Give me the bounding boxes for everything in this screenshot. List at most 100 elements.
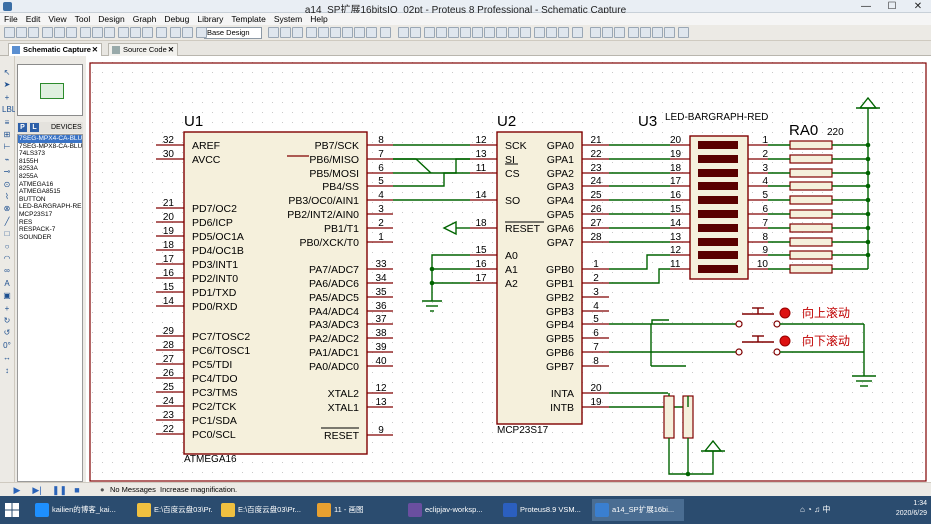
toolbar-button-icon[interactable]: [614, 27, 625, 38]
menu-item[interactable]: System: [273, 14, 303, 24]
start-icon[interactable]: [4, 502, 20, 518]
close-button[interactable]: ✕: [913, 1, 923, 12]
mode-tool-icon[interactable]: 0°: [3, 340, 11, 350]
mode-tool-icon[interactable]: +: [4, 92, 10, 102]
mode-tool-icon[interactable]: □: [4, 229, 10, 239]
menu-item[interactable]: Design: [98, 14, 125, 24]
device-list-item[interactable]: RES: [19, 218, 33, 226]
mode-tool-icon[interactable]: +: [4, 303, 10, 313]
toolbar-button-icon[interactable]: [590, 27, 601, 38]
device-list-item[interactable]: LED-BARGRAPH-RED: [19, 203, 82, 211]
mode-tool-icon[interactable]: ⌁: [4, 154, 10, 164]
step-icon[interactable]: ▶|: [32, 485, 42, 495]
menu-item[interactable]: File: [4, 14, 18, 24]
toolbar-button-icon[interactable]: [170, 27, 181, 38]
messages-icon[interactable]: ●: [100, 485, 105, 494]
toolbar-button-icon[interactable]: [342, 27, 353, 38]
menu-item[interactable]: Edit: [25, 14, 41, 24]
device-list-item[interactable]: 7SEG-MPX8-CA-BLUE: [19, 142, 82, 150]
pick-devices-button[interactable]: P: [18, 123, 27, 132]
mode-tool-icon[interactable]: ↕: [5, 365, 9, 375]
minimize-button[interactable]: —: [861, 1, 871, 12]
taskbar-item[interactable]: Proteus8.9 VSM...: [500, 499, 586, 521]
taskbar-item[interactable]: kailien的博客_kai...: [32, 499, 128, 521]
toolbar-button-icon[interactable]: [318, 27, 329, 38]
menu-item[interactable]: Help: [310, 14, 328, 24]
mode-tool-icon[interactable]: A: [4, 278, 10, 288]
toolbar-button-icon[interactable]: [652, 27, 663, 38]
menu-item[interactable]: Template: [231, 14, 266, 24]
toolbar-button-icon[interactable]: [534, 27, 545, 38]
toolbar-button-icon[interactable]: [4, 27, 15, 38]
toolbar-button-icon[interactable]: [664, 27, 675, 38]
menu-item[interactable]: Graph: [132, 14, 157, 24]
toolbar-button-icon[interactable]: [280, 27, 291, 38]
menu-item[interactable]: View: [48, 14, 67, 24]
mode-tool-icon[interactable]: ↺: [3, 328, 11, 338]
mode-tool-icon[interactable]: ⊞: [3, 130, 11, 139]
toolbar-button-icon[interactable]: [104, 27, 115, 38]
mode-tool-icon[interactable]: ⊙: [3, 179, 11, 189]
toolbar-button-icon[interactable]: [448, 27, 459, 38]
mode-tool-icon[interactable]: ⊸: [3, 167, 11, 177]
maximize-button[interactable]: ☐: [887, 1, 897, 12]
mode-tool-icon[interactable]: ↻: [3, 316, 11, 325]
design-select[interactable]: Base Design: [204, 27, 262, 39]
toolbar-button-icon[interactable]: [546, 27, 557, 38]
taskbar-item[interactable]: a14_SP扩展16bi...: [592, 499, 684, 521]
taskbar-item[interactable]: E:\百度云盘03\Pr...: [218, 499, 306, 521]
close-tab-icon[interactable]: ✕: [91, 45, 98, 54]
toolbar-button-icon[interactable]: [130, 27, 141, 38]
mode-tool-icon[interactable]: ≡: [4, 117, 10, 127]
toolbar-button-icon[interactable]: [354, 27, 365, 38]
toolbar-button-icon[interactable]: [196, 27, 207, 38]
mode-tool-icon[interactable]: ∞: [4, 266, 10, 276]
toolbar-button-icon[interactable]: [292, 27, 303, 38]
taskbar-item[interactable]: 11 - 画图: [314, 499, 398, 521]
messages-count[interactable]: No Messages: [110, 485, 156, 494]
toolbar-button-icon[interactable]: [520, 27, 531, 38]
mode-tool-icon[interactable]: ➤: [3, 80, 11, 90]
pause-icon[interactable]: ❚❚: [52, 485, 68, 495]
toolbar-button-icon[interactable]: [330, 27, 341, 38]
device-list-item[interactable]: 8255A: [19, 172, 38, 180]
toolbar-button-icon[interactable]: [410, 27, 421, 38]
close-tab-icon[interactable]: ✕: [167, 45, 174, 54]
toolbar-button-icon[interactable]: [484, 27, 495, 38]
taskbar-item[interactable]: eclipjav-worksp...: [405, 499, 493, 521]
toolbar-button-icon[interactable]: [496, 27, 507, 38]
toolbar-button-icon[interactable]: [472, 27, 483, 38]
toolbar-button-icon[interactable]: [142, 27, 153, 38]
toolbar-button-icon[interactable]: [28, 27, 39, 38]
menu-item[interactable]: Library: [197, 14, 224, 24]
mode-tool-icon[interactable]: ⊗: [3, 204, 11, 214]
mode-tool-icon[interactable]: LBL: [2, 105, 17, 115]
mode-tool-icon[interactable]: ▣: [3, 291, 11, 301]
device-list-item[interactable]: BUTTON: [19, 195, 46, 203]
library-manager-button[interactable]: L: [30, 123, 39, 132]
toolbar-button-icon[interactable]: [436, 27, 447, 38]
clock[interactable]: 1:34 2020/6/29: [896, 499, 927, 519]
mode-tool-icon[interactable]: ⊢: [3, 142, 11, 152]
device-list-item[interactable]: MCP23S17: [19, 210, 53, 218]
toolbar-button-icon[interactable]: [398, 27, 409, 38]
device-list-item[interactable]: 74LS373: [19, 150, 46, 158]
toolbar-button-icon[interactable]: [678, 27, 689, 38]
menu-item[interactable]: Tool: [74, 14, 91, 24]
toolbar-button-icon[interactable]: [66, 27, 77, 38]
device-list-item[interactable]: 8253A: [19, 165, 38, 173]
toolbar-button-icon[interactable]: [640, 27, 651, 38]
stop-icon[interactable]: ■: [74, 485, 80, 495]
toolbar-button-icon[interactable]: [558, 27, 569, 38]
taskbar-item[interactable]: E:\百度云盘03\Pr...: [134, 499, 212, 521]
toolbar-button-icon[interactable]: [268, 27, 279, 38]
device-list-item[interactable]: RESPACK-7: [19, 226, 56, 234]
device-list-item[interactable]: 7SEG-MPX4-CA-BLUE: [18, 135, 82, 143]
toolbar-button-icon[interactable]: [380, 27, 391, 38]
tray-icons[interactable]: ⌂ ◔ ♫ 中: [800, 505, 831, 514]
device-list-item[interactable]: ATMEGA16: [19, 180, 54, 188]
toolbar-button-icon[interactable]: [508, 27, 519, 38]
tab-schematic-capture[interactable]: Schematic Capture ✕: [8, 43, 102, 56]
toolbar-button-icon[interactable]: [16, 27, 27, 38]
